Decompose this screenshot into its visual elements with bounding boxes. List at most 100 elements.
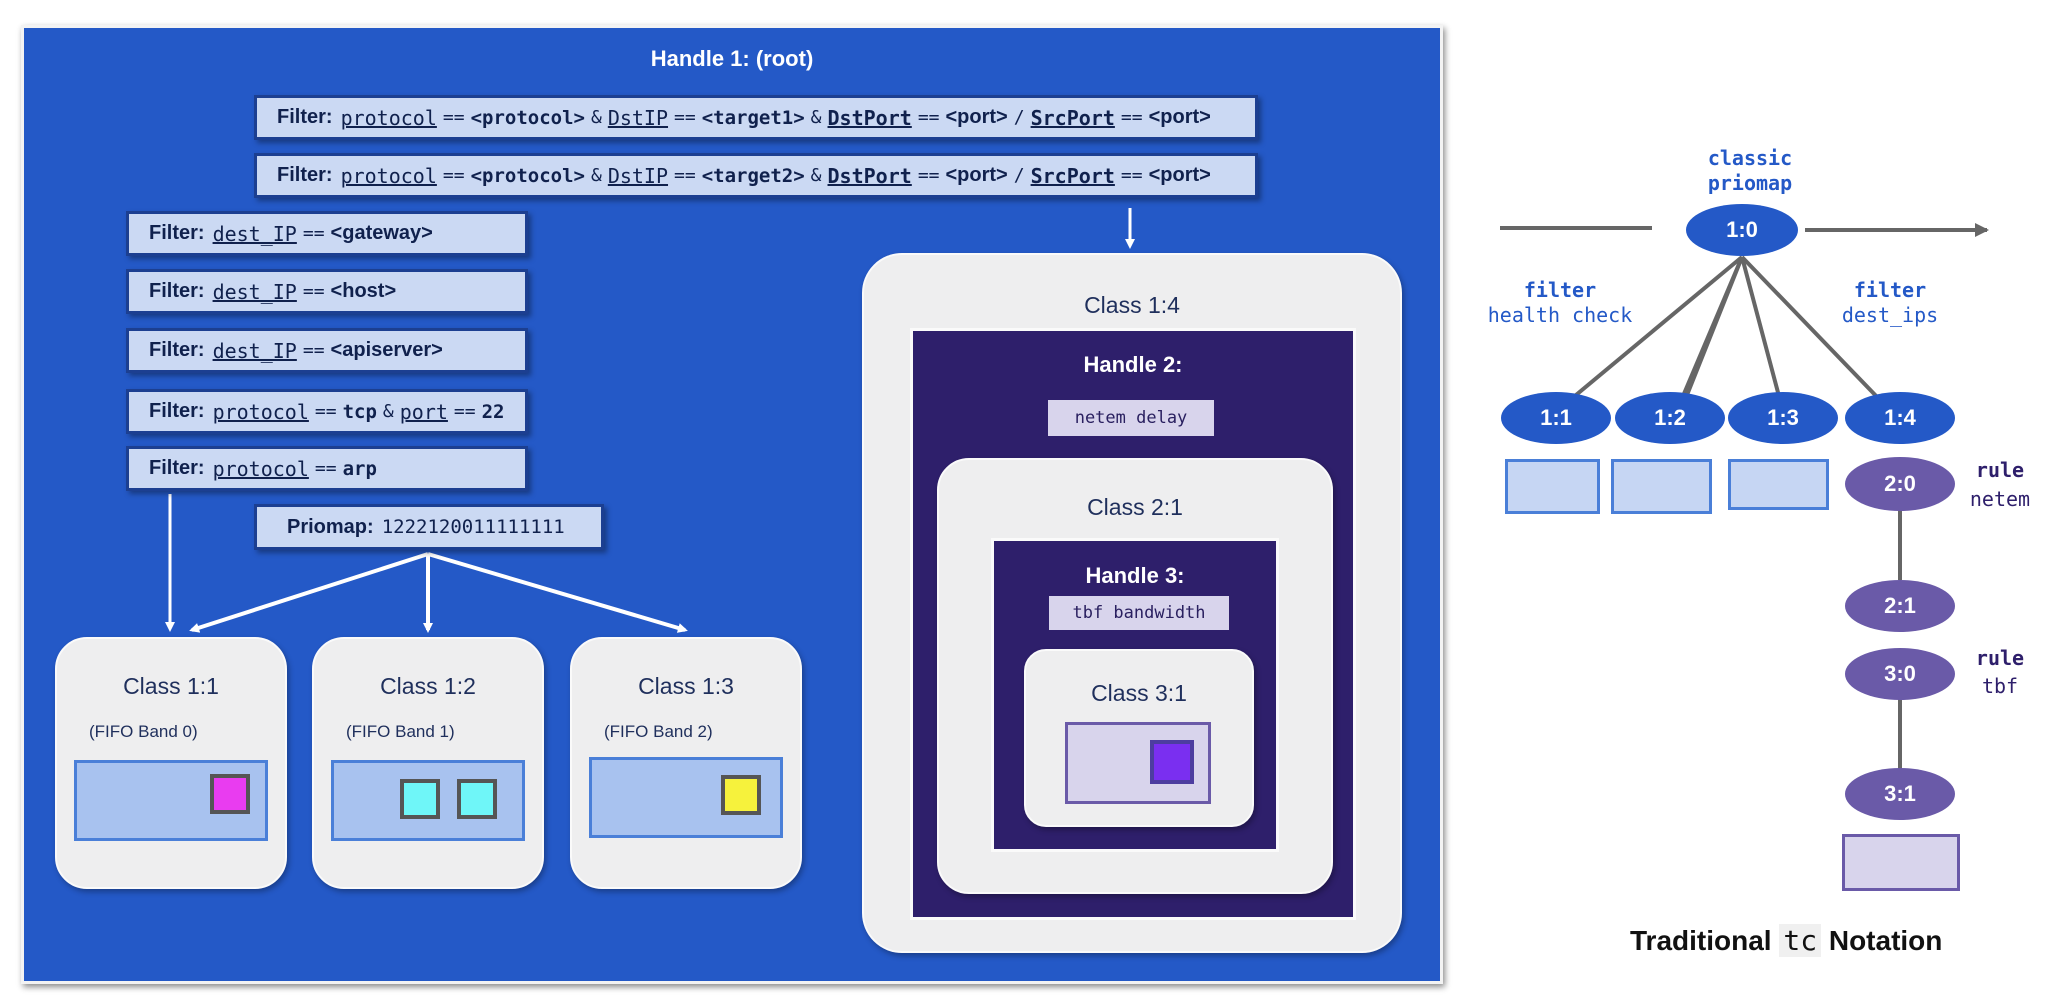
filter-keyword-right: filter — [1853, 278, 1927, 302]
packet-cyan — [457, 779, 497, 819]
value-protocol: <protocol> — [470, 164, 585, 187]
class-1-4-title: Class 1:4 — [1084, 292, 1180, 318]
root-handle-title: Handle 1: (root) — [650, 46, 814, 71]
arrow-priomap-to-class-1-1 — [189, 552, 429, 633]
operator-and: & — [590, 107, 602, 128]
value-apiserver: <apiserver> — [330, 339, 443, 361]
filter-tcp-port: Filter: protocol == tcp & port == 22 — [126, 389, 528, 434]
node-1-4: 1:4 — [1845, 392, 1955, 444]
field-dstip: DstIP — [607, 105, 669, 130]
node-1-3: 1:3 — [1728, 392, 1838, 444]
value-arp: arp — [342, 457, 377, 480]
tbf-queue — [1065, 722, 1211, 804]
field-port: port — [399, 399, 448, 424]
filter-label: Filter: — [277, 164, 333, 186]
operator: == — [302, 223, 325, 244]
priomap-label: Priomap: — [287, 515, 374, 538]
operator: == — [917, 165, 940, 186]
rule-keyword-1: rule — [1975, 458, 2025, 482]
filter-label: Filter: — [149, 222, 205, 244]
operator: == — [442, 165, 465, 186]
caption: Traditional tc Notation — [1630, 924, 1942, 957]
field-dstip: DstIP — [607, 163, 669, 188]
caption-post: Notation — [1828, 925, 1943, 956]
operator: == — [314, 458, 337, 479]
field-dest-ip: dest_IP — [212, 221, 297, 246]
node-1-0: 1:0 — [1686, 204, 1798, 256]
field-dest-ip: dest_IP — [212, 279, 297, 304]
filter-label: Filter: — [149, 400, 205, 422]
value-target: <target1> — [701, 106, 805, 129]
handle-3-title: Handle 3: — [1085, 563, 1185, 588]
operator-and: & — [590, 165, 602, 186]
field-dstport: DstPort — [827, 163, 912, 188]
rule-netem: netem — [1969, 487, 2031, 511]
node-3-0: 3:0 — [1845, 648, 1955, 700]
filter-host: Filter: dest_IP == <host> — [126, 269, 528, 314]
field-protocol: protocol — [340, 163, 437, 188]
packet-magenta — [210, 774, 250, 814]
filter-health-check: health check — [1487, 303, 1633, 327]
field-protocol: protocol — [212, 399, 309, 424]
value-tcp: tcp — [342, 400, 377, 423]
value-port-22: 22 — [481, 400, 505, 423]
packet-yellow — [721, 775, 761, 815]
field-protocol: protocol — [212, 456, 309, 481]
queue-1-3 — [1728, 459, 1829, 510]
priomap-value: 1222120011111111 — [381, 516, 565, 538]
field-dstport: DstPort — [827, 105, 912, 130]
operator: == — [674, 107, 696, 128]
operator: == — [302, 281, 325, 302]
class-1-2-band: (FIFO Band 1) — [346, 722, 455, 741]
class-1-3-band: (FIFO Band 2) — [604, 722, 713, 741]
separator: / — [1013, 107, 1025, 128]
caption-code: tc — [1779, 924, 1822, 957]
handle-2-title: Handle 2: — [1083, 352, 1183, 377]
priomap-box: Priomap: 1222120011111111 — [254, 504, 604, 550]
value-port: <port> — [1148, 164, 1211, 186]
queue-3-1 — [1842, 834, 1960, 891]
filter-gateway: Filter: dest_IP == <gateway> — [126, 211, 528, 256]
node-2-1: 2:1 — [1845, 580, 1955, 632]
edge-1-0-to-1-2 — [1683, 256, 1744, 401]
priomap-label: priomap — [1707, 171, 1793, 195]
value-target: <target2> — [701, 164, 805, 187]
class-1-3-title: Class 1:3 — [638, 673, 734, 699]
arrow-priomap-to-class-1-3 — [427, 552, 688, 633]
filter-target1: Filter: protocol == <protocol> & DstIP =… — [254, 95, 1258, 140]
field-srcport: SrcPort — [1030, 105, 1115, 130]
edge-1-0-to-1-4 — [1740, 255, 1882, 402]
operator: == — [453, 401, 476, 422]
filter-target2: Filter: protocol == <protocol> & DstIP =… — [254, 153, 1258, 198]
value-port: <port> — [945, 106, 1008, 128]
edge-1-0-to-1-1-left — [1568, 255, 1744, 402]
operator: == — [442, 107, 465, 128]
edge-1-0-to-1-3 — [1740, 256, 1782, 401]
value-protocol: <protocol> — [470, 106, 585, 129]
rule-keyword-2: rule — [1975, 646, 2025, 670]
field-protocol: protocol — [340, 105, 437, 130]
netem-delay-tag: netem delay — [1048, 400, 1214, 436]
class-1-1-band: (FIFO Band 0) — [89, 722, 198, 741]
filter-label: Filter: — [149, 457, 205, 479]
value-host: <host> — [330, 280, 397, 302]
filter-label: Filter: — [277, 106, 333, 128]
operator: == — [674, 165, 696, 186]
connector-arrows — [165, 208, 1135, 633]
filter-keyword-left: filter — [1523, 278, 1597, 302]
operator: == — [917, 107, 940, 128]
operator-and: & — [382, 401, 394, 422]
field-dest-ip: dest_IP — [212, 338, 297, 363]
queue-1-2 — [1611, 459, 1712, 514]
classic-label: classic — [1707, 146, 1793, 170]
value-port: <port> — [1148, 106, 1211, 128]
class-1-1-title: Class 1:1 — [123, 673, 219, 699]
tbf-bandwidth-tag: tbf bandwidth — [1049, 596, 1229, 630]
field-srcport: SrcPort — [1030, 163, 1115, 188]
operator-and: & — [810, 107, 822, 128]
filter-arp: Filter: protocol == arp — [126, 446, 528, 491]
filter-apiserver: Filter: dest_IP == <apiserver> — [126, 328, 528, 373]
node-3-1: 3:1 — [1845, 768, 1955, 820]
caption-pre: Traditional — [1630, 925, 1772, 956]
filter-label: Filter: — [149, 280, 205, 302]
